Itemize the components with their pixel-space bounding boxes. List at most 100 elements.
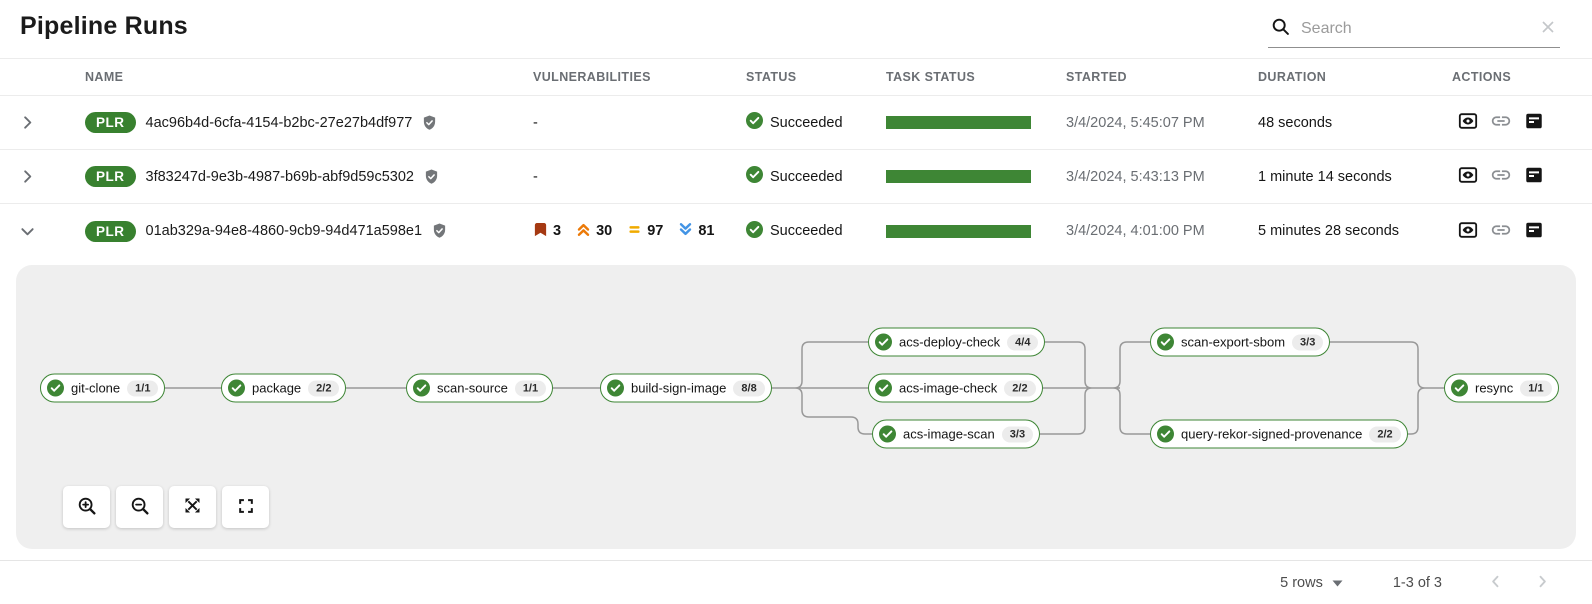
eye-square-icon: [1458, 220, 1478, 243]
medium-severity-icon: [627, 222, 642, 241]
success-check-icon: [746, 166, 763, 187]
eye-square-icon: [1458, 165, 1478, 188]
high-severity-icon: [576, 222, 591, 241]
table-footer: 5 rows 1-3 of 3: [0, 561, 1592, 604]
fullscreen-icon: [236, 496, 256, 519]
started-timestamp: 3/4/2024, 5:43:13 PM: [1066, 168, 1205, 185]
task-label: acs-image-scan: [903, 426, 995, 442]
task-node-scan-source[interactable]: scan-source 1/1: [406, 373, 554, 403]
high-vulnerabilities: 30: [576, 222, 612, 241]
status-cell: Succeeded: [746, 166, 886, 187]
task-step-count-badge: 2/2: [308, 380, 340, 396]
pipeline-run-name: 3f83247d-9e3b-4987-b69b-abf9d59c5302: [145, 168, 414, 185]
zoom-out-icon: [129, 495, 151, 520]
status-label: Succeeded: [770, 223, 843, 239]
pagination-range: 1-3 of 3: [1392, 575, 1442, 591]
copy-link-button[interactable]: [1490, 110, 1512, 135]
copy-link-button[interactable]: [1490, 164, 1512, 189]
signed-shield-icon: [422, 115, 437, 131]
success-check-icon: [746, 220, 763, 242]
fit-to-screen-button[interactable]: [169, 486, 216, 528]
signed-shield-icon: [432, 223, 447, 239]
task-step-count-badge: 4/4: [1007, 334, 1039, 350]
column-header: VULNERABILITIES: [533, 70, 651, 84]
success-check-icon: [746, 112, 763, 133]
row-expander-toggle[interactable]: [20, 224, 35, 239]
row-expander-toggle[interactable]: [20, 115, 35, 130]
task-step-count-badge: 2/2: [1004, 380, 1036, 396]
task-step-count-badge: 1/1: [514, 380, 547, 396]
status-label: Succeeded: [770, 168, 843, 185]
zoom-out-button[interactable]: [116, 486, 163, 528]
logs-icon: [1524, 165, 1544, 188]
link-icon: [1490, 219, 1512, 244]
column-header: TASK STATUS: [886, 70, 976, 84]
next-page-button[interactable]: [1533, 572, 1552, 594]
search-clear-button[interactable]: [1538, 17, 1558, 40]
signed-shield-icon: [424, 169, 439, 185]
task-label: git-clone: [71, 380, 121, 396]
link-icon: [1490, 110, 1512, 135]
vulnerabilities-empty: -: [533, 114, 538, 131]
task-label: acs-image-check: [899, 380, 998, 396]
started-timestamp: 3/4/2024, 4:01:00 PM: [1066, 223, 1205, 239]
task-label: scan-export-sbom: [1181, 334, 1286, 350]
view-logs-button[interactable]: [1524, 220, 1544, 243]
view-logs-button[interactable]: [1524, 111, 1544, 134]
search-box: [1268, 12, 1560, 48]
search-icon: [1270, 16, 1291, 42]
zoom-in-button[interactable]: [63, 486, 110, 528]
status-cell: Succeeded: [746, 112, 886, 133]
fullscreen-button[interactable]: [222, 486, 269, 528]
row-expander-toggle[interactable]: [20, 169, 35, 184]
zoom-in-icon: [76, 495, 98, 520]
duration-value: 48 seconds: [1258, 114, 1333, 131]
search-input[interactable]: [1301, 19, 1528, 38]
vulnerabilities-empty: -: [533, 168, 538, 185]
chevron-right-icon: [1533, 572, 1552, 594]
task-step-count-badge: 3/3: [1001, 426, 1034, 442]
view-logs-button[interactable]: [1524, 165, 1544, 188]
chevron-left-icon: [1486, 572, 1505, 594]
task-node-package[interactable]: package 2/2: [221, 373, 347, 403]
previous-page-button[interactable]: [1486, 572, 1505, 594]
graph-edges: [165, 341, 1444, 435]
task-status-bar: [886, 224, 1031, 238]
eye-square-icon: [1458, 111, 1478, 134]
vulnerabilities-cell: -: [533, 115, 746, 131]
task-label: package: [252, 380, 302, 396]
task-node-acs-image-scan[interactable]: acs-image-scan 3/3: [872, 419, 1041, 449]
critical-severity-icon: [533, 222, 548, 241]
column-header: NAME: [85, 70, 124, 84]
task-status-bar: [886, 116, 1031, 129]
task-label: scan-source: [437, 380, 508, 396]
rows-per-page-select[interactable]: 5 rows: [1280, 575, 1343, 591]
view-output-button[interactable]: [1458, 220, 1478, 243]
critical-vulnerabilities: 3: [533, 222, 561, 241]
task-success-icon: [228, 379, 245, 397]
table-row: PLR 4ac96b4d-6cfa-4154-b2bc-27e27b4df977 -…: [0, 96, 1592, 150]
view-output-button[interactable]: [1458, 165, 1478, 188]
chevron-down-icon: [1332, 575, 1343, 591]
copy-link-button[interactable]: [1490, 219, 1512, 244]
vulnerabilities-cell: -: [533, 169, 746, 185]
plr-badge: PLR: [85, 112, 136, 133]
pipeline-run-name: 4ac96b4d-6cfa-4154-b2bc-27e27b4df977: [145, 114, 413, 131]
page-title: Pipeline Runs: [20, 12, 188, 40]
column-header: STATUS: [746, 70, 797, 84]
task-success-icon: [875, 333, 892, 351]
task-success-icon: [1157, 333, 1174, 351]
column-header: DURATION: [1258, 70, 1327, 84]
view-output-button[interactable]: [1458, 111, 1478, 134]
task-node-acs-image-check[interactable]: acs-image-check 2/2: [868, 373, 1043, 403]
